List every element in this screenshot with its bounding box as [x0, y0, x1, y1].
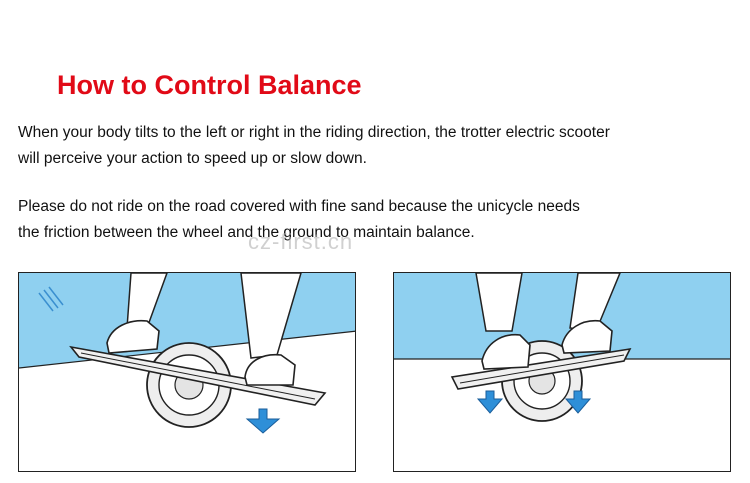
paragraph-sand-line-1: Please do not ride on the road covered w… — [18, 198, 580, 215]
tilted-scooter-illustration-icon — [19, 273, 355, 434]
paragraph-sand: Please do not ride on the road covered w… — [18, 194, 580, 246]
paragraph-sand-line-2: the friction between the wheel and the g… — [18, 224, 475, 241]
paragraph-tilt: When your body tilts to the left or righ… — [18, 120, 610, 172]
page-title: How to Control Balance — [57, 70, 362, 100]
illustration-right-panel — [393, 272, 731, 472]
illustration-left-panel — [18, 272, 356, 472]
paragraph-tilt-line-1: When your body tilts to the left or righ… — [18, 124, 610, 141]
watermark: cz-first.cn — [248, 229, 354, 254]
paragraph-tilt-line-2: will perceive your action to speed up or… — [18, 150, 367, 167]
level-scooter-illustration-icon — [394, 273, 730, 422]
